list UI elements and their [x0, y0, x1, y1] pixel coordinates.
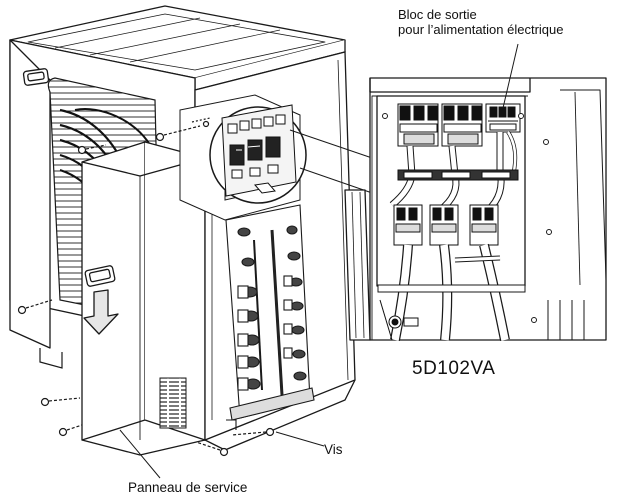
- output-block-label-line2: pour l’alimentation électrique: [398, 21, 564, 37]
- unit-foot: [39, 348, 63, 369]
- service-panel-label: Panneau de service: [128, 480, 248, 495]
- cable-clamp: [397, 169, 519, 181]
- gas-valve: [379, 299, 419, 341]
- output-block-label: Bloc de sortie pour l’alimentation élect…: [398, 7, 564, 38]
- zoom-callout-icon: [209, 104, 307, 204]
- output-block-leader: [502, 43, 519, 109]
- service-panel: [81, 141, 206, 456]
- panel-leader: [119, 429, 161, 479]
- output-block-label-line1: Bloc de sortie: [398, 7, 477, 22]
- screws-leader: [275, 431, 325, 447]
- panel-screws-top: [155, 117, 211, 142]
- model-label: 5D102VA: [412, 358, 496, 379]
- screw-icon: [40, 397, 275, 457]
- screw-bottom-2: [58, 424, 83, 437]
- panel-vent: [159, 377, 187, 429]
- side-screw-left-top: [77, 144, 107, 155]
- screws-label: Vis: [324, 442, 343, 457]
- lower-rail: [377, 284, 526, 293]
- pipe-valves: [225, 204, 315, 430]
- screw-bottom-3: [195, 441, 229, 457]
- terminal-blocks-bottom: [393, 204, 499, 246]
- screw-bottom-4: [231, 427, 275, 437]
- side-slots: [382, 113, 585, 340]
- side-screw-left-bottom: [17, 299, 53, 315]
- screw-bottom-1: [40, 397, 81, 407]
- terminal-blocks-top: [397, 103, 521, 147]
- callout-connector-top: [289, 129, 379, 161]
- down-arrow-icon: [83, 289, 119, 335]
